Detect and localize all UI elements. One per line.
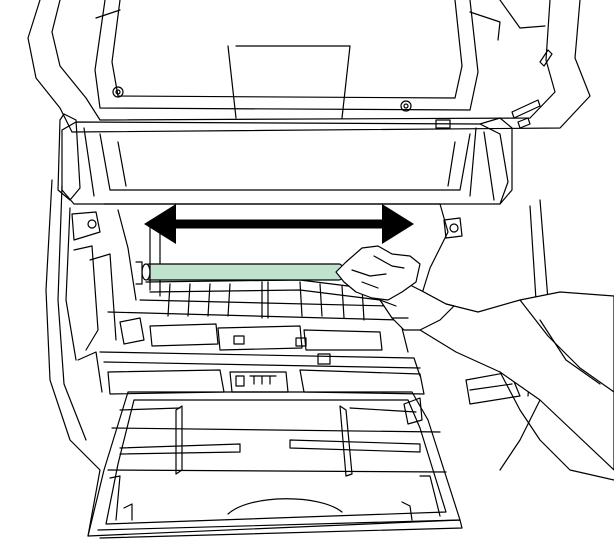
hand-with-cloth — [335, 245, 614, 481]
movement-arrow — [144, 204, 414, 244]
arrow-head-right — [382, 204, 414, 244]
interior-cavity — [99, 203, 449, 395]
cleaning-cloth — [335, 245, 421, 301]
arrow-head-left — [144, 204, 176, 244]
upper-frame — [57, 113, 513, 205]
top-cover — [27, 0, 591, 133]
roller-end-cap — [141, 263, 151, 281]
roller-body — [145, 263, 343, 281]
printer-body — [45, 179, 549, 537]
paper-tray — [87, 391, 463, 539]
